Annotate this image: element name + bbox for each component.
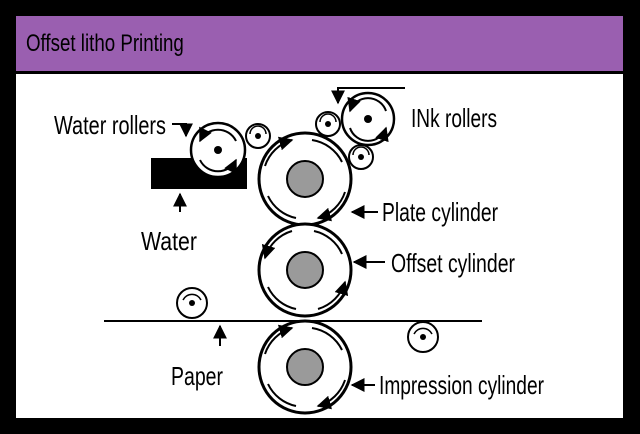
label-water-rollers: Water rollers bbox=[54, 110, 166, 140]
title-bar: Offset litho Printing bbox=[16, 16, 623, 74]
impression-cylinder bbox=[257, 319, 353, 415]
label-plate-cylinder: Plate cylinder bbox=[382, 197, 498, 227]
water-roller-small bbox=[245, 123, 271, 149]
label-paper: Paper bbox=[171, 361, 223, 391]
water-rollers-pointer bbox=[172, 123, 193, 138]
ink-roller-small-top bbox=[315, 111, 341, 137]
ink-roller-small-bottom bbox=[348, 144, 374, 170]
label-offset-cylinder: Offset cylinder bbox=[391, 248, 515, 278]
paper-roller-left bbox=[176, 287, 208, 319]
label-ink-rollers: INk rollers bbox=[411, 103, 497, 133]
water-roller-large bbox=[189, 121, 247, 179]
offset-cylinder bbox=[257, 222, 353, 318]
label-impression-cylinder: Impression cylinder bbox=[379, 370, 544, 400]
page-title: Offset litho Printing bbox=[26, 30, 184, 57]
label-water: Water bbox=[141, 226, 197, 256]
ink-rollers-pointer bbox=[331, 87, 405, 105]
plate-cylinder bbox=[257, 131, 353, 227]
ink-roller-large bbox=[340, 91, 396, 147]
paper-roller-right bbox=[407, 321, 439, 353]
